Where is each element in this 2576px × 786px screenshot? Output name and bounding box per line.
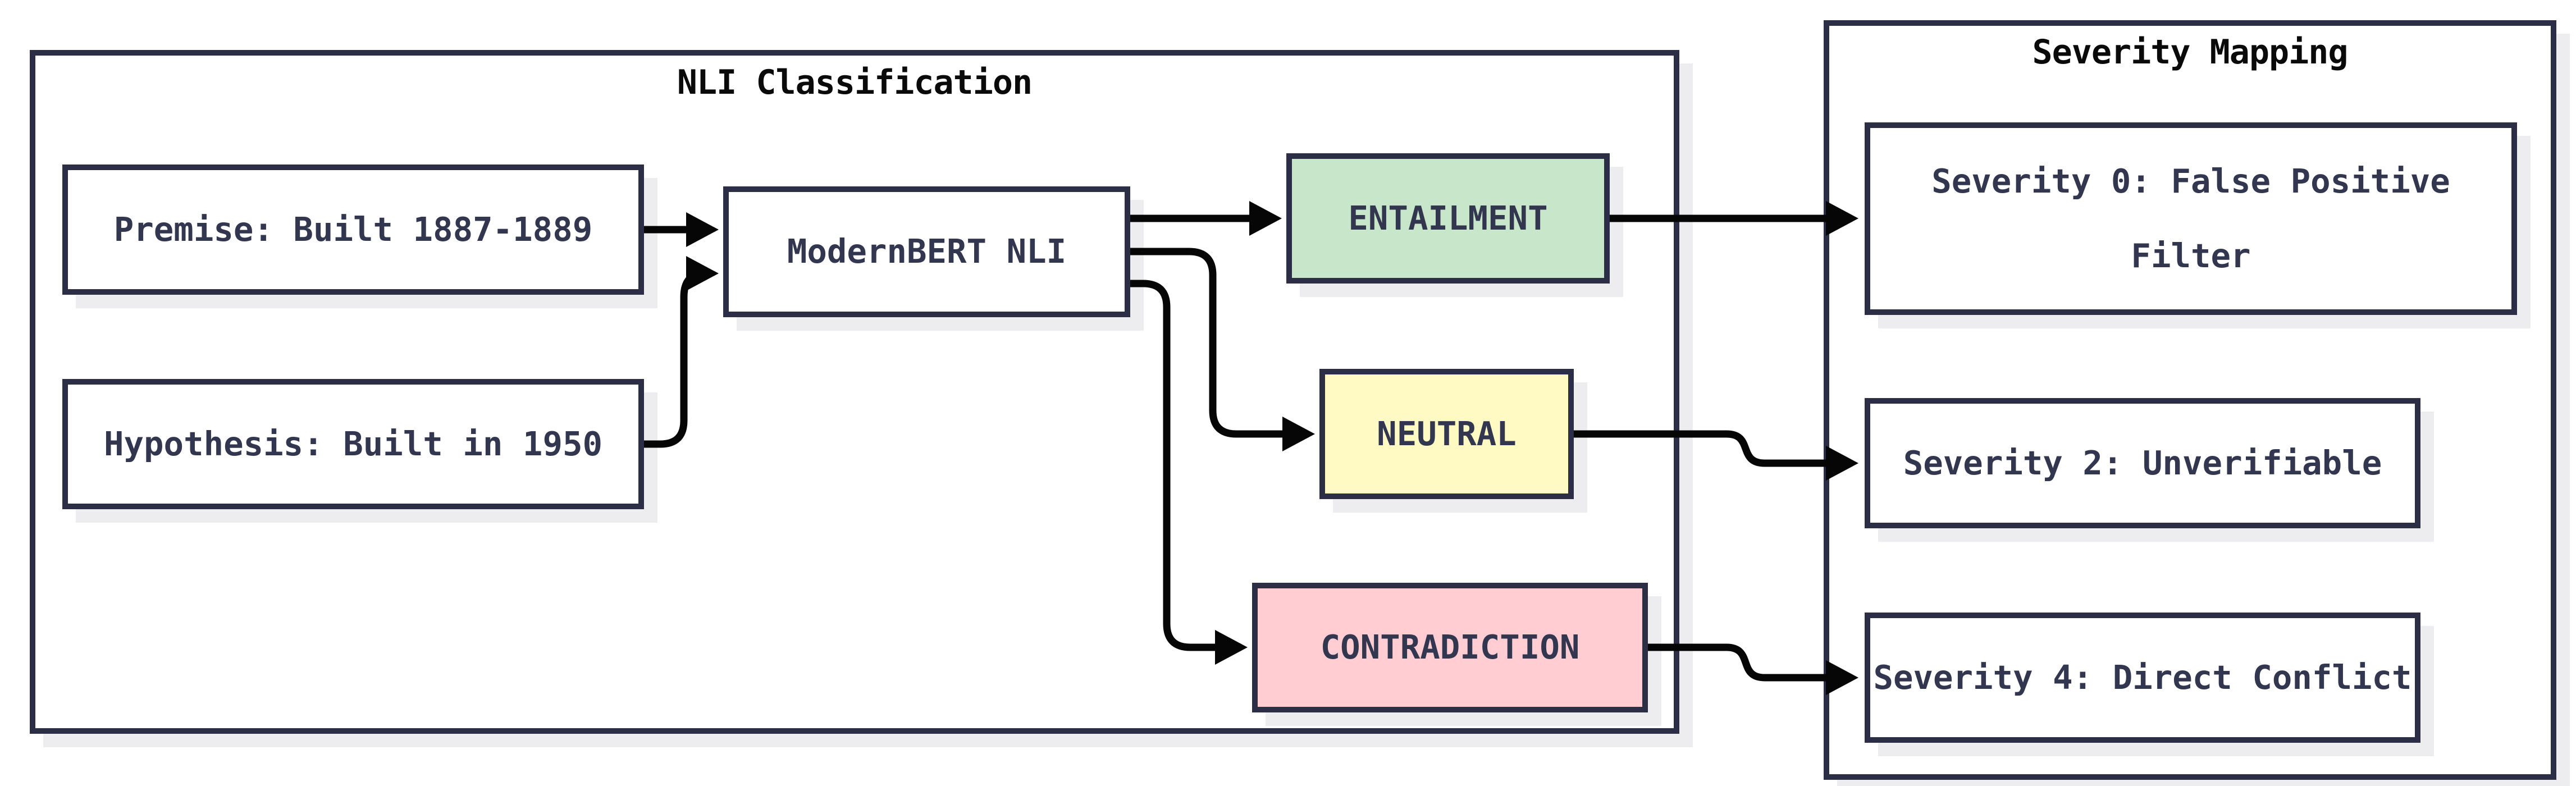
severity-mapping-title: Severity Mapping (2032, 33, 2349, 72)
node-neutral-label: NEUTRAL (1377, 414, 1517, 453)
node-severity-0: Severity 0: False Positive Filter (1865, 122, 2517, 315)
node-severity-2: Severity 2: Unverifiable (1865, 398, 2420, 528)
node-severity-4-label: Severity 4: Direct Conflict (1873, 657, 2412, 697)
node-entailment-label: ENTAILMENT (1348, 198, 1548, 237)
node-modernbert-nli: ModernBERT NLI (723, 186, 1130, 317)
node-contradiction-label: CONTRADICTION (1320, 628, 1580, 667)
node-severity-2-label: Severity 2: Unverifiable (1903, 443, 2382, 482)
node-modernbert-nli-label: ModernBERT NLI (787, 232, 1067, 271)
node-hypothesis: Hypothesis: Built in 1950 (62, 379, 644, 509)
node-hypothesis-label: Hypothesis: Built in 1950 (103, 424, 603, 463)
node-neutral: NEUTRAL (1319, 369, 1574, 499)
node-severity-0-label: Severity 0: False Positive Filter (1931, 161, 2450, 275)
nli-classification-title: NLI Classification (677, 63, 1033, 102)
node-severity-4: Severity 4: Direct Conflict (1865, 613, 2420, 743)
node-entailment: ENTAILMENT (1286, 153, 1610, 284)
node-premise-label: Premise: Built 1887-1889 (113, 209, 593, 249)
node-contradiction: CONTRADICTION (1252, 583, 1648, 712)
node-premise: Premise: Built 1887-1889 (62, 164, 644, 295)
